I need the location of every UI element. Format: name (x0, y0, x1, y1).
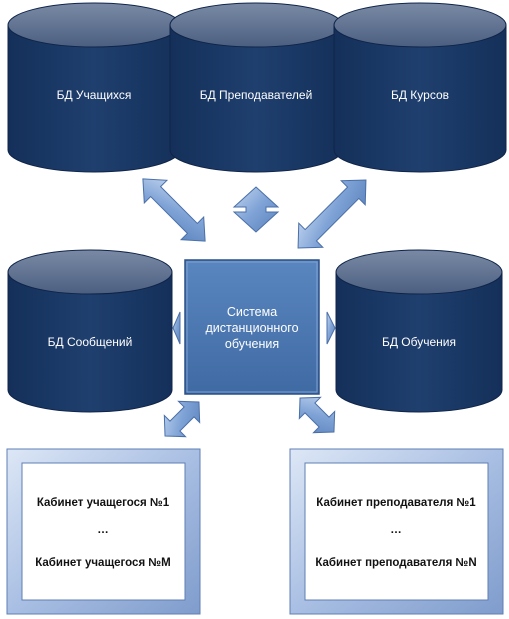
db-messages-label: БД Сообщений (48, 335, 133, 349)
teacher-cabinet-system-arrow (298, 396, 336, 434)
db-teachers-label: БД Преподавателей (200, 88, 313, 102)
db-learning-cylinder: БД Обучения (335, 249, 503, 413)
db-teachers-cylinder: БД Преподавателей (169, 2, 343, 173)
teachers-system-arrow (232, 186, 280, 233)
teacher-cabinet-frame: Кабинет преподавателя №1 … Кабинет препо… (289, 448, 504, 615)
learning-system-arrow (326, 311, 336, 345)
student-cabinet-first: Кабинет учащегося №1 (37, 497, 170, 509)
system-label-line3: обучения (225, 337, 279, 351)
student-cabinet-last: Кабинет учащегося №M (35, 557, 171, 569)
db-courses-label: БД Курсов (391, 88, 449, 102)
students-system-arrow (142, 178, 206, 242)
system-box: Система дистанционного обучения (184, 259, 320, 395)
teacher-cabinet-ellipsis: … (390, 524, 402, 536)
student-cabinet-system-arrow (163, 400, 201, 438)
db-courses-cylinder: БД Курсов (333, 2, 507, 173)
db-students-cylinder: БД Учащихся (7, 2, 181, 173)
db-students-label: БД Учащихся (57, 88, 132, 102)
messages-system-arrow (172, 311, 181, 345)
courses-system-arrow (297, 179, 367, 249)
student-cabinet-ellipsis: … (97, 524, 109, 536)
student-cabinet-frame: Кабинет учащегося №1 … Кабинет учащегося… (6, 448, 201, 615)
db-learning-label: БД Обучения (382, 335, 456, 349)
system-label-line2: дистанционного (205, 321, 298, 335)
system-label-line1: Система (227, 305, 277, 319)
db-messages-cylinder: БД Сообщений (7, 249, 173, 413)
teacher-cabinet-last: Кабинет преподавателя №N (315, 557, 476, 569)
teacher-cabinet-first: Кабинет преподавателя №1 (316, 497, 476, 509)
